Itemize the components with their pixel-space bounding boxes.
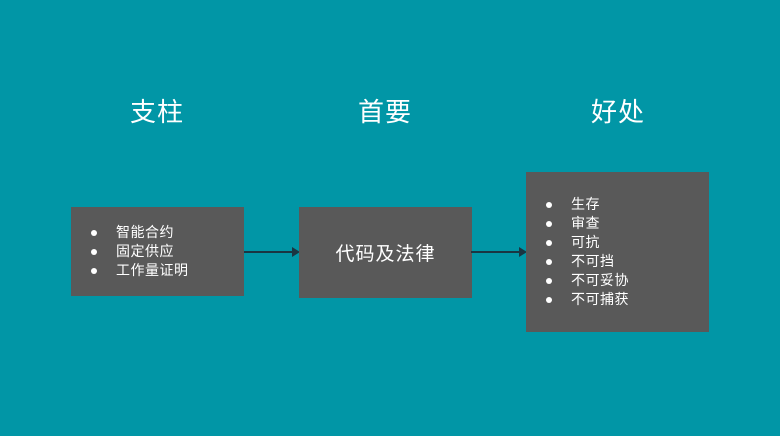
arrow-pillars-to-primary: [244, 247, 300, 257]
bullet-icon: [546, 201, 552, 208]
bullet-icon: [91, 229, 97, 236]
list-item-label: 智能合约: [116, 224, 174, 240]
bullet-icon: [546, 239, 552, 246]
list-item: 工作量证明: [91, 261, 189, 280]
list-item: 不可妥协: [546, 271, 629, 290]
primary-box: 代码及法律: [299, 207, 472, 298]
benefits-list: 生存审查可抗不可挡不可妥协不可捕获: [526, 195, 629, 309]
bullet-icon: [546, 220, 552, 227]
arrow-primary-to-benefits: [471, 247, 527, 257]
column-header-primary: 首要: [357, 97, 412, 127]
arrow-line: [244, 251, 295, 253]
list-item: 不可挡: [546, 252, 629, 271]
arrow-head-icon: [292, 247, 300, 257]
list-item-label: 审查: [571, 215, 600, 231]
list-item-label: 工作量证明: [116, 262, 189, 278]
pillars-list: 智能合约固定供应工作量证明: [71, 223, 189, 280]
bullet-icon: [91, 267, 97, 274]
bullet-icon: [546, 258, 552, 265]
list-item: 固定供应: [91, 242, 189, 261]
list-item: 生存: [546, 195, 629, 214]
list-item: 审查: [546, 214, 629, 233]
column-header-benefits: 好处: [590, 97, 645, 127]
list-item: 不可捕获: [546, 290, 629, 309]
arrow-line: [471, 251, 522, 253]
arrow-head-icon: [519, 247, 527, 257]
benefits-box: 生存审查可抗不可挡不可妥协不可捕获: [526, 172, 709, 332]
list-item-label: 固定供应: [116, 243, 174, 259]
primary-box-label: 代码及法律: [335, 244, 436, 265]
column-header-pillars: 支柱: [129, 97, 184, 127]
list-item-label: 可抗: [571, 234, 600, 250]
bullet-icon: [546, 296, 552, 303]
pillars-box: 智能合约固定供应工作量证明: [71, 207, 244, 296]
list-item: 可抗: [546, 233, 629, 252]
list-item-label: 不可挡: [571, 253, 615, 269]
list-item-label: 不可捕获: [571, 291, 629, 307]
bullet-icon: [91, 248, 97, 255]
list-item-label: 不可妥协: [571, 272, 629, 288]
bullet-icon: [546, 277, 552, 284]
list-item-label: 生存: [571, 196, 600, 212]
list-item: 智能合约: [91, 223, 189, 242]
